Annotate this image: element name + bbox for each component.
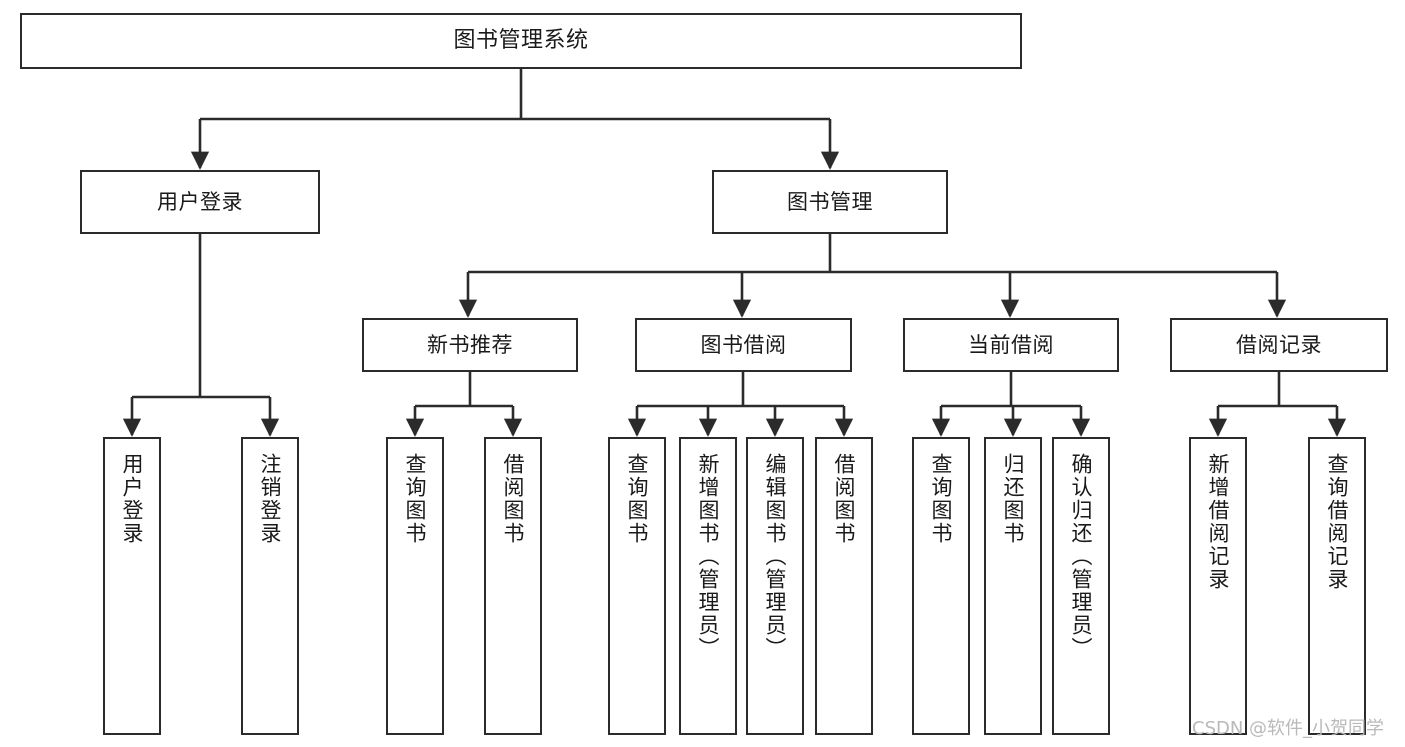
node-leaf-query-book-3[interactable]: 查询图书 xyxy=(912,437,970,735)
node-user-login-label: 用户登录 xyxy=(157,189,243,214)
node-new-book-rec-label: 新书推荐 xyxy=(427,332,513,357)
node-leaf-return-book-label: 归还图书 xyxy=(1001,453,1026,545)
node-leaf-borrow-book-2[interactable]: 借阅图书 xyxy=(815,437,873,735)
node-new-book-rec[interactable]: 新书推荐 xyxy=(362,318,578,372)
node-leaf-add-book[interactable]: 新增图书（管理员） xyxy=(679,437,737,735)
node-leaf-return-book[interactable]: 归还图书 xyxy=(984,437,1042,735)
node-root-label: 图书管理系统 xyxy=(453,28,589,54)
node-leaf-logout-label: 注销登录 xyxy=(258,453,283,545)
node-book-borrow[interactable]: 图书借阅 xyxy=(635,318,852,372)
node-leaf-query-book-2-label: 查询图书 xyxy=(625,453,650,545)
node-leaf-edit-book[interactable]: 编辑图书（管理员） xyxy=(746,437,804,735)
node-leaf-query-record[interactable]: 查询借阅记录 xyxy=(1308,437,1366,735)
node-leaf-query-book-1[interactable]: 查询图书 xyxy=(386,437,444,735)
node-leaf-add-record[interactable]: 新增借阅记录 xyxy=(1189,437,1247,735)
node-leaf-confirm-return[interactable]: 确认归还（管理员） xyxy=(1052,437,1110,735)
node-leaf-add-book-label: 新增图书（管理员） xyxy=(696,453,721,660)
node-borrow-record[interactable]: 借阅记录 xyxy=(1170,318,1388,372)
node-leaf-confirm-return-label: 确认归还（管理员） xyxy=(1069,453,1094,660)
node-leaf-query-book-1-label: 查询图书 xyxy=(403,453,428,545)
node-leaf-user-login-label: 用户登录 xyxy=(120,453,145,545)
node-leaf-edit-book-label: 编辑图书（管理员） xyxy=(763,453,788,660)
node-leaf-borrow-book-1[interactable]: 借阅图书 xyxy=(484,437,542,735)
node-leaf-query-book-3-label: 查询图书 xyxy=(929,453,954,545)
node-leaf-user-login[interactable]: 用户登录 xyxy=(103,437,161,735)
node-leaf-borrow-book-1-label: 借阅图书 xyxy=(501,453,526,545)
node-book-borrow-label: 图书借阅 xyxy=(700,332,787,357)
node-leaf-add-record-label: 新增借阅记录 xyxy=(1206,453,1231,591)
node-leaf-query-book-2[interactable]: 查询图书 xyxy=(608,437,666,735)
node-leaf-logout[interactable]: 注销登录 xyxy=(241,437,299,735)
node-current-borrow-label: 当前借阅 xyxy=(968,332,1054,357)
watermark: CSDN @软件_小贺同学 xyxy=(1192,718,1385,739)
node-leaf-borrow-book-2-label: 借阅图书 xyxy=(832,453,857,545)
node-book-manage[interactable]: 图书管理 xyxy=(712,170,948,234)
node-borrow-record-label: 借阅记录 xyxy=(1236,332,1322,357)
node-book-manage-label: 图书管理 xyxy=(787,189,873,214)
node-root[interactable]: 图书管理系统 xyxy=(20,13,1022,69)
node-leaf-query-record-label: 查询借阅记录 xyxy=(1325,453,1350,591)
node-current-borrow[interactable]: 当前借阅 xyxy=(903,318,1119,372)
node-user-login[interactable]: 用户登录 xyxy=(80,170,320,234)
